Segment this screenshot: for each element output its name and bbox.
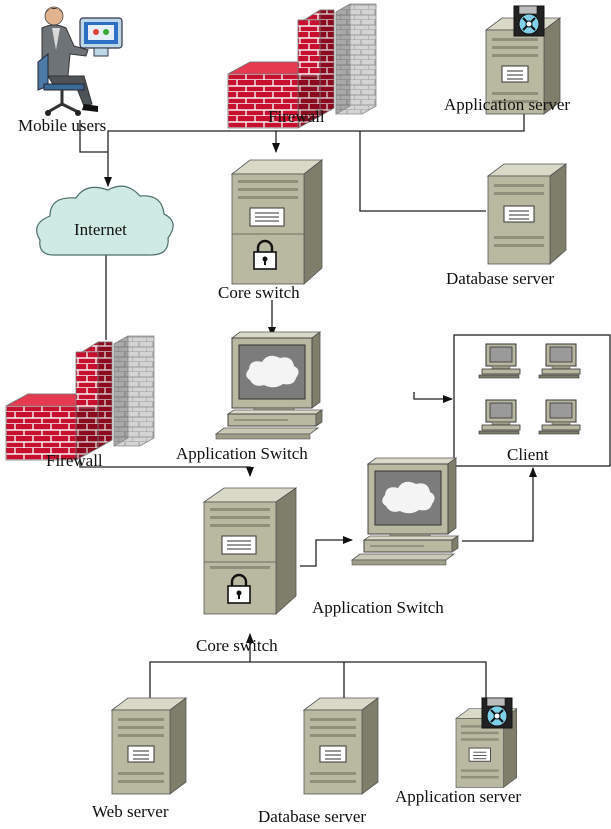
internet-cloud-icon bbox=[36, 185, 174, 256]
application-server-bottom-label: Application server bbox=[395, 787, 521, 806]
link-app-server-top-bus bbox=[107, 110, 525, 140]
database-server-top-icon bbox=[486, 163, 568, 265]
mobile-users-label: Mobile users bbox=[18, 116, 106, 135]
core-switch-top-label: Core switch bbox=[218, 283, 300, 302]
link-firewall-to-core-bottom bbox=[79, 452, 254, 477]
connection-lines bbox=[79, 110, 537, 700]
core-switch-top-icon bbox=[230, 159, 324, 285]
link-bottom-bus bbox=[149, 661, 487, 700]
floppy-disk-icon bbox=[513, 5, 545, 37]
link-app-switch-to-client bbox=[413, 392, 453, 403]
web-server-label: Web server bbox=[92, 802, 169, 821]
link-bus-to-database-server bbox=[359, 131, 486, 212]
client-label: Client bbox=[507, 445, 549, 464]
database-server-bottom-icon bbox=[303, 697, 379, 795]
database-server-top-label: Database server bbox=[446, 269, 554, 288]
application-server-top-label: Application server bbox=[444, 95, 570, 114]
application-switch-top-label: Application Switch bbox=[176, 444, 308, 463]
firewall-mid-label: Firewall bbox=[46, 451, 103, 470]
link-mobile-to-bus bbox=[79, 120, 108, 153]
link-app-switch-bottom-to-client bbox=[462, 467, 537, 542]
internet-label: Internet bbox=[74, 220, 127, 239]
floppy-disk-icon bbox=[481, 697, 513, 729]
client-group bbox=[453, 334, 611, 467]
web-server-icon bbox=[111, 697, 187, 795]
application-switch-top-icon bbox=[215, 331, 323, 440]
core-switch-bottom-label: Core switch bbox=[196, 636, 278, 655]
database-server-bottom-label: Database server bbox=[258, 807, 366, 826]
link-core-bottom-to-app-switch bbox=[300, 536, 353, 567]
application-switch-bottom-icon bbox=[351, 457, 459, 566]
firewall-mid-icon bbox=[5, 335, 155, 461]
core-switch-bottom-icon bbox=[202, 487, 298, 615]
mobile-user-icon bbox=[37, 6, 123, 116]
firewall-top-label: Firewall bbox=[268, 107, 325, 126]
application-switch-bottom-label: Application Switch bbox=[312, 598, 444, 617]
